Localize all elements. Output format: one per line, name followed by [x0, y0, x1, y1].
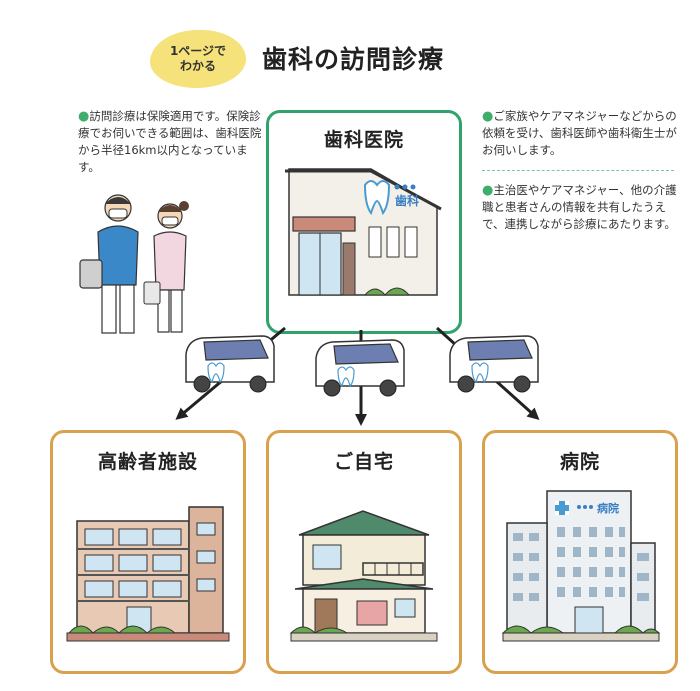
dental-staff-illustration	[79, 194, 189, 334]
hospital-sign-text: 病院	[597, 501, 619, 515]
visit-van-icon	[185, 335, 275, 393]
dental-clinic-box: 歯科医院 歯科	[266, 110, 462, 334]
bullet-dot-icon: ●	[78, 109, 90, 124]
note-cooperation-text: 主治医やケアマネジャー、他の介護職と患者さんの情報を共有したうえで、連携しながら…	[482, 183, 677, 231]
visit-van-icon	[315, 339, 405, 397]
dental-clinic-building-icon: 歯科	[285, 168, 442, 296]
note-request-text: ご家族やケアマネジャーなどからの依頼を受け、歯科医師や歯科衛生士がお伺いします。	[482, 109, 677, 157]
home-box: ご自宅	[266, 430, 462, 674]
note-insurance: ●訪問診療は保険適用です。保険診療でお伺いできる範囲は、歯科医院から半径16km…	[78, 108, 268, 176]
bullet-dot-icon: ●	[482, 183, 494, 198]
badge-line-1: 1ページで	[169, 44, 227, 58]
hospital-building-icon: 病院	[501, 490, 661, 642]
page-title: 歯科の訪問診療	[262, 45, 445, 74]
one-page-badge: 1ページで わかる	[150, 30, 246, 88]
home-label: ご自宅	[333, 451, 394, 473]
badge-line-2: わかる	[179, 59, 216, 73]
note-request: ●ご家族やケアマネジャーなどからの依頼を受け、歯科医師や歯科衛生士がお伺いします…	[482, 108, 682, 159]
bullet-dot-icon: ●	[482, 109, 494, 124]
dental-clinic-label: 歯科医院	[323, 129, 404, 151]
hospital-box: 病院 病院	[482, 430, 678, 674]
hospital-label: 病院	[559, 451, 600, 473]
note-insurance-text: 訪問診療は保険適用です。保険診療でお伺いできる範囲は、歯科医院から半径16km以…	[78, 109, 262, 174]
note-cooperation: ●主治医やケアマネジャー、他の介護職と患者さんの情報を共有したうえで、連携しなが…	[482, 182, 682, 233]
home-house-icon	[289, 510, 438, 642]
elderly-facility-building-icon	[66, 506, 230, 642]
note-divider	[482, 170, 674, 171]
elderly-facility-box: 高齢者施設	[50, 430, 246, 674]
visit-van-icon	[449, 335, 539, 393]
clinic-sign-text: 歯科	[395, 193, 419, 208]
elderly-facility-label: 高齢者施設	[97, 451, 198, 473]
